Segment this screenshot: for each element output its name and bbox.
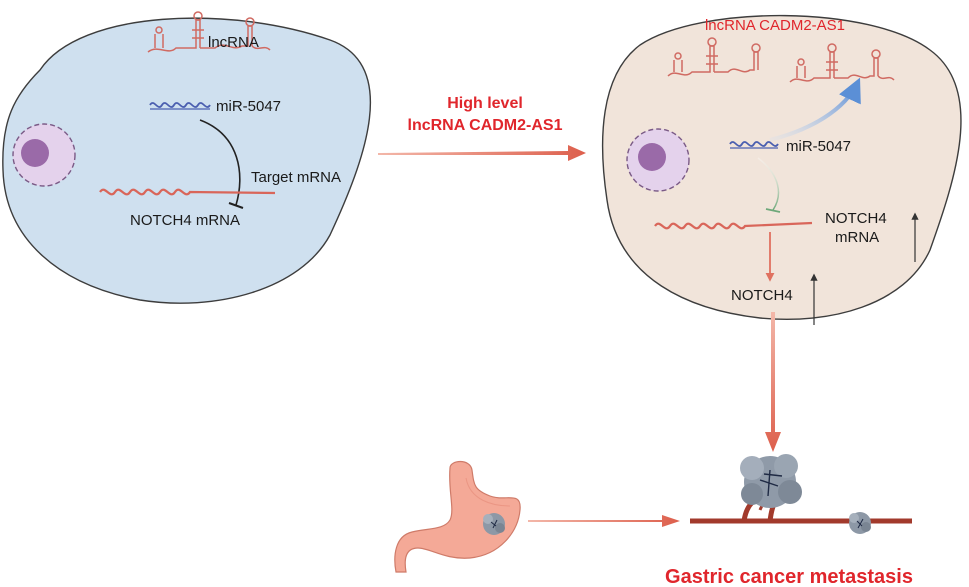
notch4-mrna-label-left: NOTCH4 mRNA (130, 212, 240, 229)
transition-line2: lncRNA CADM2-AS1 (408, 117, 563, 134)
transition: High level lncRNA CADM2-AS1 (378, 95, 586, 161)
lncrna-icon-right-1 (667, 37, 761, 77)
nucleus (638, 143, 666, 171)
lncrna-icon (147, 11, 271, 53)
tumor-icon-large (740, 454, 802, 508)
stomach-icon (394, 460, 521, 573)
immune-cell-right (626, 128, 690, 192)
notch4-mrna-label-right-2: mRNA (835, 229, 879, 246)
transition-line1: High level (447, 95, 523, 112)
left-cell: lncRNA miR-5047 Target mRNA NOTCH4 mRNA (2, 11, 372, 304)
mirna-icon-right (729, 141, 779, 147)
notch4-mrna-label-right-1: NOTCH4 (825, 210, 887, 227)
inhibition-arrow (199, 119, 241, 206)
right-cell: lncRNA CADM2-AS1 miR-5047 (601, 14, 962, 325)
tumor-icon-small (483, 513, 505, 535)
target-mrna-label: Target mRNA (251, 169, 341, 186)
right-cell-title: lncRNA CADM2-AS1 (705, 17, 845, 34)
mirna-label-left: miR-5047 (216, 98, 281, 115)
tumor-icon-vessel (849, 512, 871, 534)
notch4-protein-label: NOTCH4 (731, 287, 793, 304)
nucleus (21, 139, 49, 167)
weak-inhibition (757, 157, 780, 211)
sponge-arrow (769, 77, 861, 142)
outcome-title: Gastric cancer metastasis (665, 566, 913, 587)
mirna-icon-left (149, 102, 211, 108)
immune-cell-left (12, 123, 76, 187)
notch4-mrna-right (654, 221, 813, 230)
metastasis-arrow-down (765, 312, 781, 452)
transition-arrow (378, 145, 586, 161)
notch4-mrna-left (99, 188, 276, 196)
lncrna-icon-right-2 (789, 43, 895, 83)
lncrna-label: lncRNA (208, 34, 259, 51)
stomach-to-vessel-arrow (528, 515, 680, 527)
mirna-label-right: miR-5047 (786, 138, 851, 155)
right-cell-membrane (601, 14, 962, 321)
left-cell-membrane (2, 17, 372, 304)
